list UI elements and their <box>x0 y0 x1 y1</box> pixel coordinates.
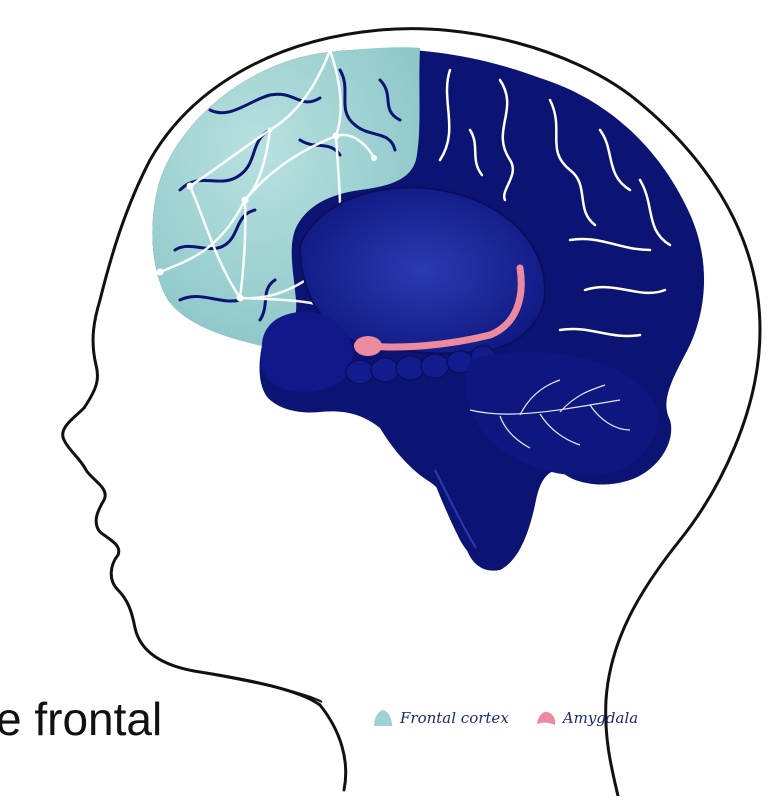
legend-item-amygdala: Amygdala <box>535 708 638 728</box>
legend: Frontal cortex Amygdala <box>372 708 656 728</box>
swatch-icon <box>535 708 557 728</box>
legend-item-frontal-cortex: Frontal cortex <box>372 708 509 728</box>
legend-label-frontal-cortex: Frontal cortex <box>400 709 509 727</box>
swatch-icon <box>372 708 394 728</box>
legend-label-amygdala: Amygdala <box>563 709 638 727</box>
caption-text: e frontal <box>0 696 162 742</box>
amygdala <box>354 336 382 356</box>
